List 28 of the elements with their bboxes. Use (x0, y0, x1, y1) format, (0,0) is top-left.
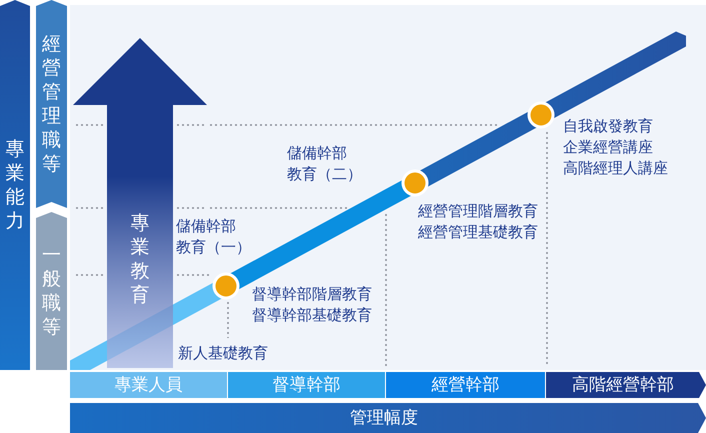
stage-band (546, 372, 706, 398)
axis-arrow-bar (70, 403, 706, 433)
course-label: 儲備幹部教育（二） (287, 143, 362, 185)
course-label: 自我啟發教育 (563, 116, 653, 137)
level-band (36, 212, 67, 370)
stage-label: 督導幹部 (272, 374, 340, 396)
course-label: 經營管理階層教育 (418, 201, 538, 222)
stage-label: 專業人員 (114, 374, 182, 396)
course-label: 督導幹部基礎教育 (252, 305, 372, 326)
axis-label: 管理幅度 (350, 408, 418, 428)
course-label: 儲備幹部教育（一） (176, 216, 251, 258)
stage-label: 高階經營幹部 (572, 374, 674, 396)
axis-arrow-bar (0, 0, 30, 370)
level-label: 一般職等 (42, 243, 62, 339)
course-label: 新人基礎教育 (178, 343, 268, 364)
stage-band (228, 372, 385, 398)
pointed-column (73, 38, 207, 368)
column-label: 專業教育 (130, 211, 150, 307)
stage-band (70, 372, 227, 398)
level-band (36, 0, 67, 208)
stage-label: 經營幹部 (432, 374, 500, 396)
axis-label: 專業能力 (5, 137, 25, 233)
course-label: 經營管理基礎教育 (418, 222, 538, 243)
level-label: 經營管理職等 (42, 32, 62, 176)
course-label: 企業經營講座 (563, 137, 653, 158)
stage-band (386, 372, 545, 398)
course-label: 高階經理人講座 (563, 158, 668, 179)
course-label: 督導幹部階層教育 (252, 284, 372, 305)
